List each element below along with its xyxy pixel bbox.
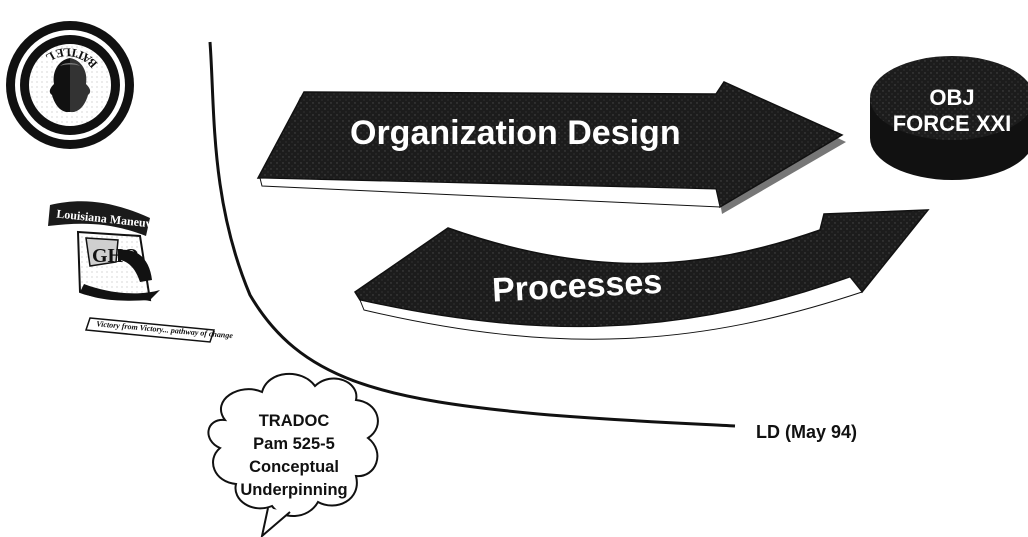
cloud-line-3: Conceptual [249,458,339,476]
battle-labs-logo: BATTLE LABS [0,0,134,149]
objective-line1: OBJ [929,85,974,110]
processes-arrow: Processes [353,209,930,340]
organization-design-label: Organization Design [350,114,681,152]
objective-line2: FORCE XXI [893,111,1012,136]
cloud-line-4: Underpinning [240,481,347,499]
cloud-line-1: TRADOC [259,412,330,430]
janus-head-icon [49,58,91,112]
cloud-shape [207,372,379,517]
louisiana-motto-banner [84,317,216,343]
louisiana-banner [48,201,150,236]
organization-design-arrow: Organization Design [256,81,846,214]
louisiana-maneuvers-logo: Louisiana Maneuvers GHQ Victory from Vic… [48,201,234,343]
tradoc-cloud: TRADOC Pam 525-5 Conceptual Underpinning [207,372,379,537]
processes-label: Processes [491,263,663,310]
timeline-label: LD (May 94) [756,422,857,442]
timeline-curve [208,41,736,428]
cloud-line-2: Pam 525-5 [253,435,335,453]
objective-force-xxi: OBJ FORCE XXI [870,56,1028,180]
